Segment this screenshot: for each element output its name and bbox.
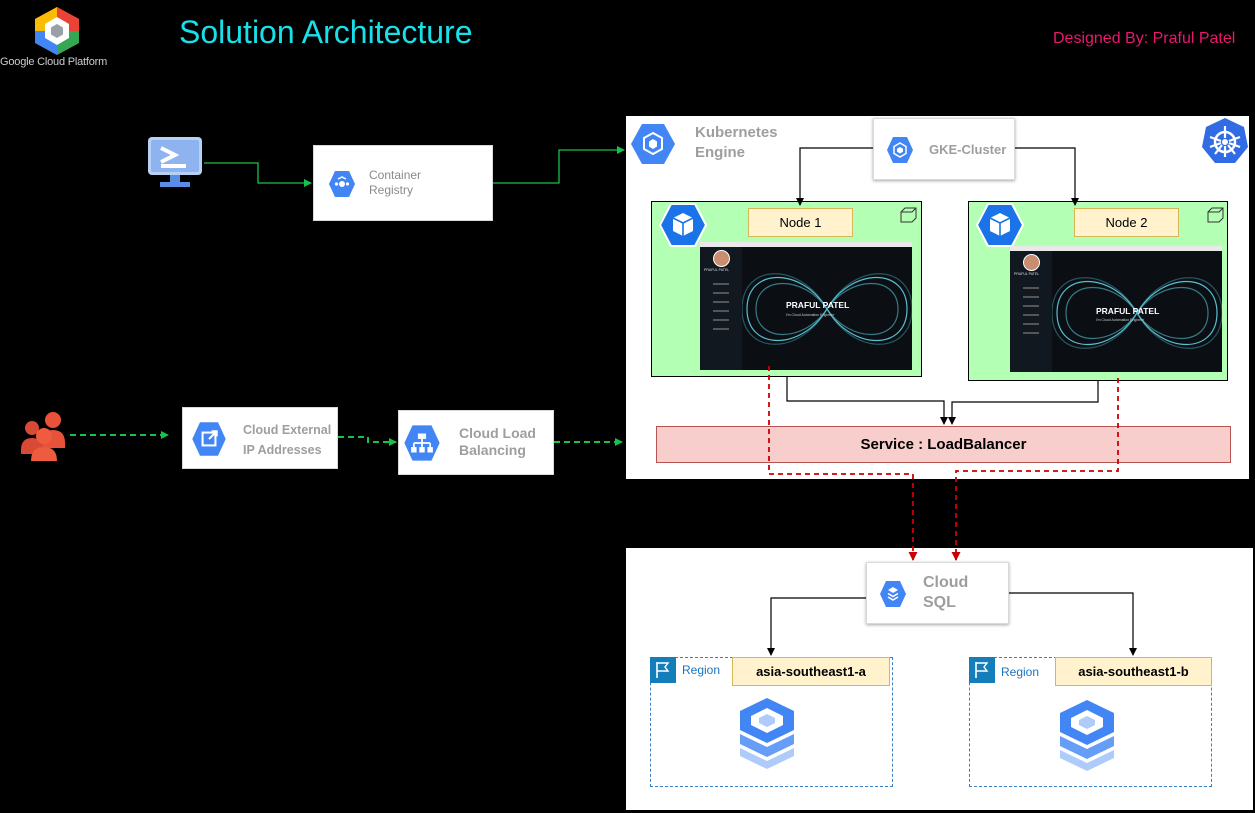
infinity-graphic	[1052, 277, 1222, 349]
pod-screen-topbar	[700, 242, 912, 247]
sidebar-menu	[713, 283, 729, 330]
load-balancing-icon	[404, 425, 440, 461]
avatar	[713, 250, 730, 267]
zone-a-tag: asia-southeast1-a	[732, 657, 890, 686]
sidebar-menu	[1023, 287, 1039, 334]
container-registry-label: Container Registry	[369, 168, 422, 197]
arrow-node2-to-service	[948, 381, 1099, 425]
container-outline-icon	[1207, 207, 1224, 223]
arrow-node2-to-sql	[951, 378, 1119, 561]
infinity-graphic	[742, 273, 912, 345]
pod-screen-1: PRAFUL PATEL PRAFUL PATEL I'm Cloud Auto…	[700, 242, 912, 370]
kubernetes-engine-label: Kubernetes Engine	[695, 124, 778, 161]
load-balancing-label: Cloud Load Balancing	[459, 425, 536, 458]
load-balancing-card[interactable]: Cloud Load Balancing	[398, 410, 554, 475]
external-ip-icon	[192, 422, 226, 456]
region-a-label: Region	[682, 663, 721, 677]
database-stack-icon	[740, 698, 794, 769]
external-ip-card[interactable]: Cloud External IP Addresses	[182, 407, 338, 469]
arrow-cluster-to-node1	[796, 147, 873, 206]
arrow-sql-to-region-b	[1009, 592, 1137, 656]
gcp-logo-caption: Google Cloud Platform	[0, 56, 108, 68]
pod-screen-sidebar: PRAFUL PATEL	[1010, 251, 1052, 372]
external-ip-label: Cloud External IP Addresses	[243, 423, 332, 457]
pod-screen-topbar	[1010, 246, 1222, 251]
node-1-tag: Node 1	[748, 208, 853, 237]
users-icon	[21, 412, 65, 461]
cloud-sql-card[interactable]: Cloud SQL	[866, 562, 1009, 624]
cloud-sql-icon	[880, 581, 906, 607]
pod-screen-name: PRAFUL PATEL	[1096, 306, 1160, 316]
avatar	[1023, 254, 1040, 271]
kubernetes-engine-icon	[631, 124, 675, 164]
region-flag-icon	[969, 657, 995, 683]
zone-b-tag: asia-southeast1-b	[1055, 657, 1212, 686]
arrow-registry-to-gke	[493, 146, 625, 184]
sidebar-name: PRAFUL PATEL	[704, 268, 730, 272]
pod-screen-2: PRAFUL PATEL PRAFUL PATEL I'm Cloud Auto…	[1010, 246, 1222, 372]
arrow-ip-to-lb	[338, 436, 397, 446]
container-registry-card[interactable]: Container Registry	[313, 145, 493, 221]
page-title: Solution Architecture	[179, 14, 473, 50]
arrow-node1-to-sql	[768, 366, 918, 561]
node-cube-icon	[659, 203, 707, 247]
kubernetes-wheel-icon	[1202, 118, 1248, 163]
pod-screen-tagline: I'm Cloud Automation Engineer	[786, 313, 835, 317]
gke-cluster-icon	[887, 137, 913, 163]
node-2-tag: Node 2	[1074, 208, 1179, 237]
gcp-logo: Google Cloud Platform	[0, 4, 118, 70]
database-stack-icon	[1060, 700, 1114, 771]
pod-screen-name: PRAFUL PATEL	[786, 300, 850, 310]
gke-cluster-label: GKE-Cluster	[929, 142, 1007, 157]
service-loadbalancer-bar[interactable]: Service : LoadBalancer	[656, 426, 1231, 463]
arrow-terminal-to-registry	[204, 162, 312, 187]
arrow-cluster-to-node2	[1015, 147, 1079, 206]
pod-screen-sidebar: PRAFUL PATEL	[700, 247, 742, 370]
container-registry-icon	[329, 171, 355, 197]
designer-credit: Designed By: Praful Patel	[1053, 30, 1236, 47]
users-group	[20, 410, 70, 462]
monitor-terminal-icon	[148, 137, 202, 187]
sidebar-name: PRAFUL PATEL	[1014, 272, 1040, 276]
arrow-node1-to-service	[786, 377, 948, 425]
gke-cluster-card[interactable]: GKE-Cluster	[873, 118, 1015, 180]
region-b-label: Region	[1001, 665, 1040, 679]
pod-screen-tagline: I'm Cloud Automation Engineer	[1096, 318, 1145, 322]
arrow-sql-to-region-a	[767, 597, 866, 656]
region-flag-icon	[650, 657, 676, 683]
container-outline-icon	[900, 207, 917, 223]
developer-terminal	[146, 136, 204, 190]
cloud-sql-label: Cloud SQL	[923, 574, 969, 611]
gcp-hexagon-logo-icon	[35, 7, 79, 55]
